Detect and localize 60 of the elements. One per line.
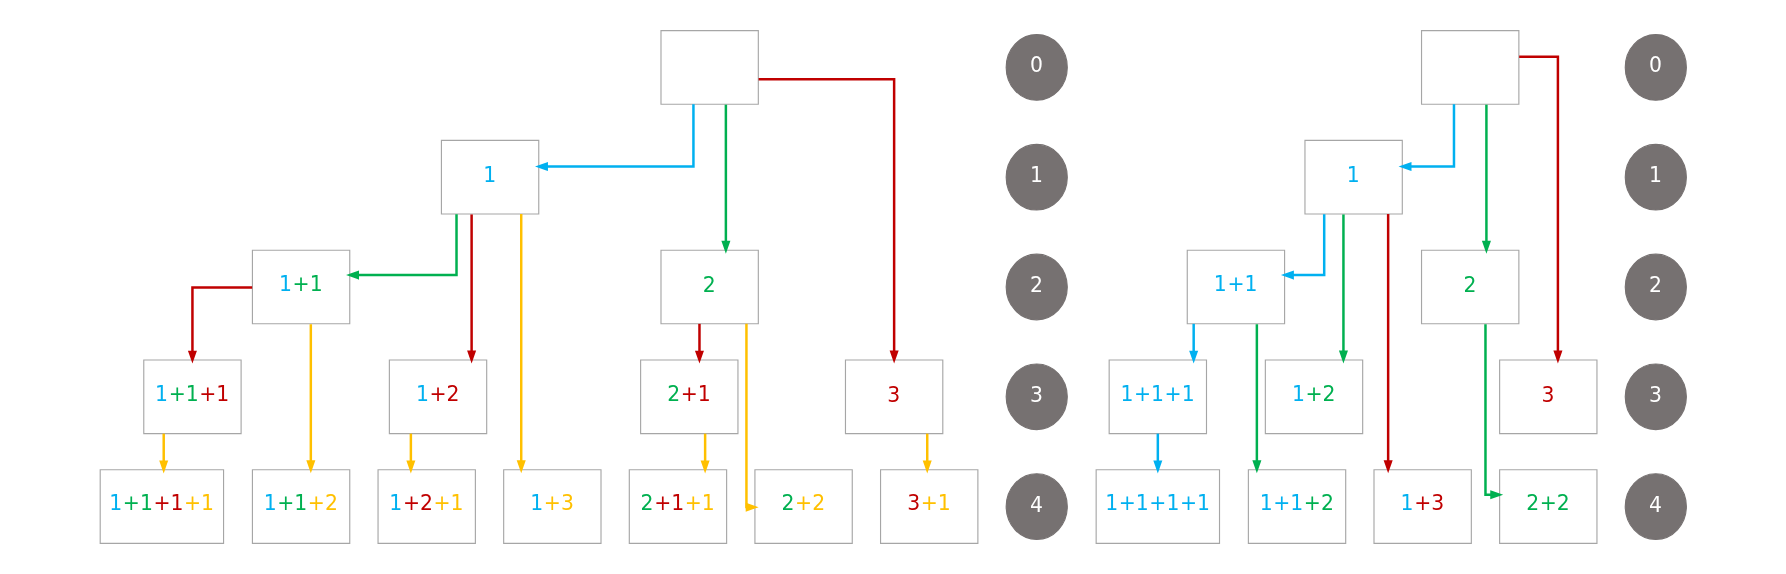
node-box: 1+1+1+1 (1095, 469, 1221, 544)
node-box: 1+1 (1186, 249, 1286, 325)
arrow (700, 433, 710, 474)
arrow (1280, 214, 1326, 280)
arrow (1484, 324, 1504, 500)
node-circle: 3 (1005, 363, 1068, 431)
node-box: 1 (1304, 139, 1403, 215)
arrow (745, 323, 759, 512)
arrow (1189, 323, 1199, 364)
node-box: 2+2 (754, 469, 853, 544)
node-box: 2 (1420, 249, 1520, 325)
arrow (1153, 433, 1163, 474)
node-circle: 1 (1005, 143, 1068, 211)
node-box: 1+3 (503, 469, 602, 544)
node-box: 3+1 (880, 469, 979, 544)
node-circle: 1 (1624, 143, 1687, 211)
node-box: 1+1+2 (251, 469, 351, 544)
node-box: 1+1+1 (1108, 359, 1208, 435)
node-circle: 2 (1624, 253, 1687, 321)
arrow (187, 286, 253, 364)
node-box: 2+1+1 (628, 469, 728, 544)
arrow (346, 214, 458, 280)
node-box: 3 (1499, 359, 1598, 435)
node-box: 2 (660, 249, 759, 325)
node-box: 2+1 (640, 359, 739, 435)
arrow (1383, 214, 1393, 474)
arrow (535, 104, 695, 171)
node-box: 1+1 (251, 249, 351, 325)
arrow (1252, 324, 1262, 474)
node-box (660, 30, 759, 105)
node-circle: 0 (1624, 34, 1687, 101)
arrow (694, 323, 704, 364)
node-circle: 0 (1005, 34, 1068, 101)
node-box: 1+2+1 (377, 469, 476, 544)
node-box: 1+2 (388, 359, 488, 435)
node-box: 1+1+1+1 (99, 469, 225, 544)
node-box: 1 (440, 139, 540, 215)
node-box: 1+2 (1264, 359, 1364, 435)
node-box: 1+1+2 (1247, 469, 1347, 544)
node-box: 1+1+1 (143, 359, 242, 435)
node-box: 2+2 (1499, 469, 1598, 544)
node-circle: 3 (1624, 363, 1687, 431)
arrow (306, 324, 316, 474)
arrow (922, 433, 932, 474)
arrow (406, 433, 416, 474)
arrow (159, 433, 169, 474)
arrow (1338, 214, 1348, 364)
node-box: 3 (844, 359, 944, 435)
arrow (1519, 55, 1563, 364)
node-circle: 4 (1624, 473, 1687, 540)
arrow (467, 214, 477, 364)
node-box (1420, 30, 1520, 105)
arrow (758, 78, 899, 364)
node-circle: 2 (1005, 253, 1068, 321)
arrow (1481, 104, 1491, 254)
arrow (516, 214, 526, 474)
arrow (1398, 104, 1456, 171)
node-box: 1+3 (1373, 469, 1472, 544)
node-circle: 4 (1005, 473, 1068, 540)
arrow (721, 104, 731, 254)
